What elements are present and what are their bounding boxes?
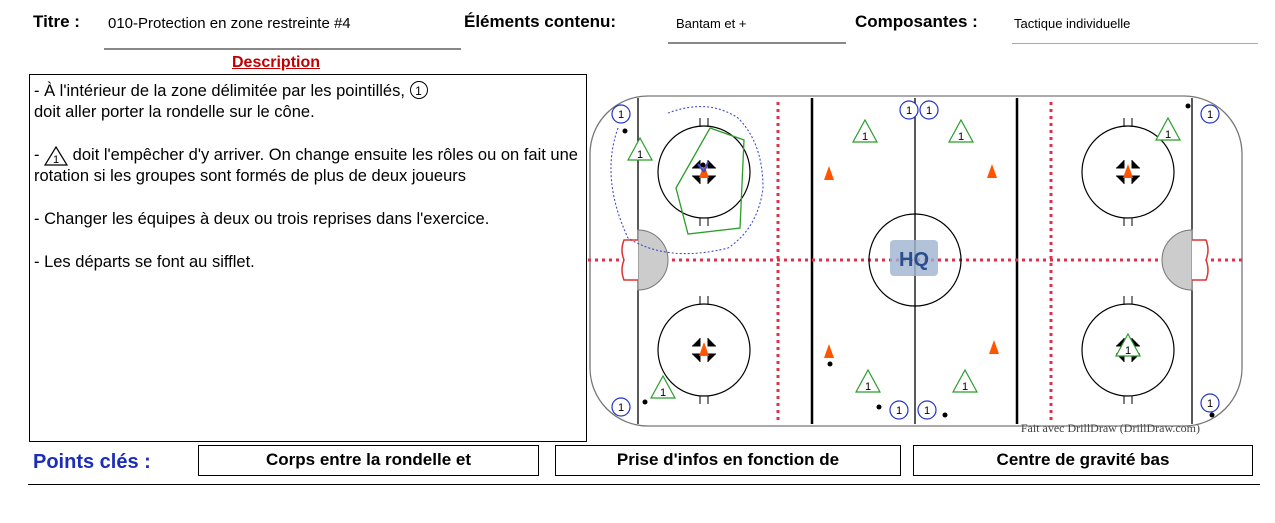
skating-path [610,106,764,255]
elements-underline [668,42,846,44]
svg-text:1: 1 [53,154,59,166]
center-logo-icon: HQ [890,240,938,276]
point-cle-box-1[interactable]: Corps entre la rondelle et [198,445,539,476]
description-heading: Description [232,54,321,71]
desc-p2-text: doit l'empêcher d'y arriver. On change e… [34,146,578,185]
player-1-triangle-icon [851,118,879,143]
desc-paragraph-2: - 1 doit l'empêcher d'y arriver. On chan… [34,145,582,187]
player-1-triangle-icon [854,368,882,393]
cone-icon [987,164,997,178]
player-label: 1 [1207,109,1213,121]
player-label: 1 [618,402,624,414]
desc-paragraph-3: - Changer les équipes à deux ou trois re… [34,210,490,228]
titre-text: 010-Protection en zone restreinte #4 [108,15,351,32]
player-label: 1 [1207,398,1213,410]
crease-left [637,229,669,291]
net-right-icon [1192,239,1209,281]
player-1-triangle-icon: 1 [44,146,69,166]
player-label: 1 [1165,129,1171,141]
player-1-triangle-icon [1154,116,1182,141]
player-label: 1 [862,131,868,143]
hockey-rink-diagram[interactable]: HQ 1 1 1 1 1 1 1 1 1 1 1 1 1 1 1 1 Fait avec DrillDraw … [588,90,1248,440]
player-1-triangle-icon [626,136,654,161]
composantes-underline [1012,43,1258,44]
desc-p2-dash: - [34,146,40,164]
bottom-rule [28,484,1260,485]
faceoff-circle-bottom-left [657,303,751,397]
player-1-triangle-icon [951,368,979,393]
drilldraw-credit: Fait avec DrillDraw (DrillDraw.com) [1021,421,1200,435]
player-1-circle-icon [611,104,631,124]
point-cle-box-2[interactable]: Prise d'infos en fonction de [555,445,901,476]
cone-icon [989,340,999,354]
player-1-circle-icon: 1 [409,81,428,99]
player-1-triangle-icon [947,118,975,143]
cone-icon [824,166,834,180]
cone-icon [824,344,834,358]
player-label: 1 [958,131,964,143]
cone-icon [1123,164,1133,178]
player-1-circle-icon [919,100,939,120]
player-label: 1 [618,109,624,121]
desc-paragraph-1: - À l'intérieur de la zone délimitée par… [34,81,582,123]
titre-value: 010-Protection en zone restreinte #4 [108,15,351,32]
composantes-label: Composantes : [855,12,978,31]
description-box[interactable]: - À l'intérieur de la zone délimitée par… [29,74,587,442]
player-label: 1 [896,405,902,417]
center-circle [868,213,962,307]
player-1-circle-icon [611,397,631,417]
faceoff-circle-top-right [1081,125,1175,219]
player-1-circle-icon [917,400,937,420]
titre-underline [104,48,461,50]
elements-label: Éléments contenu: [464,12,617,31]
player-label: 1 [865,381,871,393]
player-1-triangle-icon [1114,332,1142,357]
restricted-zone-outline [675,127,745,235]
cone-icon [699,342,709,356]
faceoff-circle-bottom-right [1081,303,1175,397]
player-label: 1 [962,381,968,393]
desc-p1-text-2: doit aller porter la rondelle sur le côn… [34,103,315,121]
point-cle-box-3[interactable]: Centre de gravité bas [913,445,1253,476]
player-label: 1 [637,149,643,161]
points-cles-label: Points clés : [33,451,151,473]
faceoff-circle-top-left [657,125,751,219]
desc-paragraph-4: - Les départs se font au sifflet. [34,253,255,271]
player-label: 1 [1125,345,1131,357]
player-1-circle-icon [889,400,909,420]
pucks [622,103,1215,418]
crease-right [1161,229,1193,291]
player-1-circle-icon [1200,393,1220,413]
player-label: 1 [906,105,912,117]
elements-value[interactable]: Bantam et + [676,16,747,31]
titre-label: Titre : [33,12,80,31]
arrow-icon [697,161,709,173]
svg-text:HQ: HQ [899,249,929,271]
player-label: 1 [926,105,932,117]
net-left-icon [621,239,638,281]
player-1-circle-icon [899,100,919,120]
player-1-triangle-icon [649,374,677,399]
player-label: 1 [924,405,930,417]
desc-p1-text: - À l'intérieur de la zone délimitée par… [34,82,405,100]
players: 1 1 1 1 1 1 1 1 1 1 1 1 1 1 1 1 [611,100,1220,420]
player-1-circle-icon [1200,104,1220,124]
composantes-value[interactable]: Tactique individuelle [1014,16,1131,31]
player-label: 1 [660,387,666,399]
